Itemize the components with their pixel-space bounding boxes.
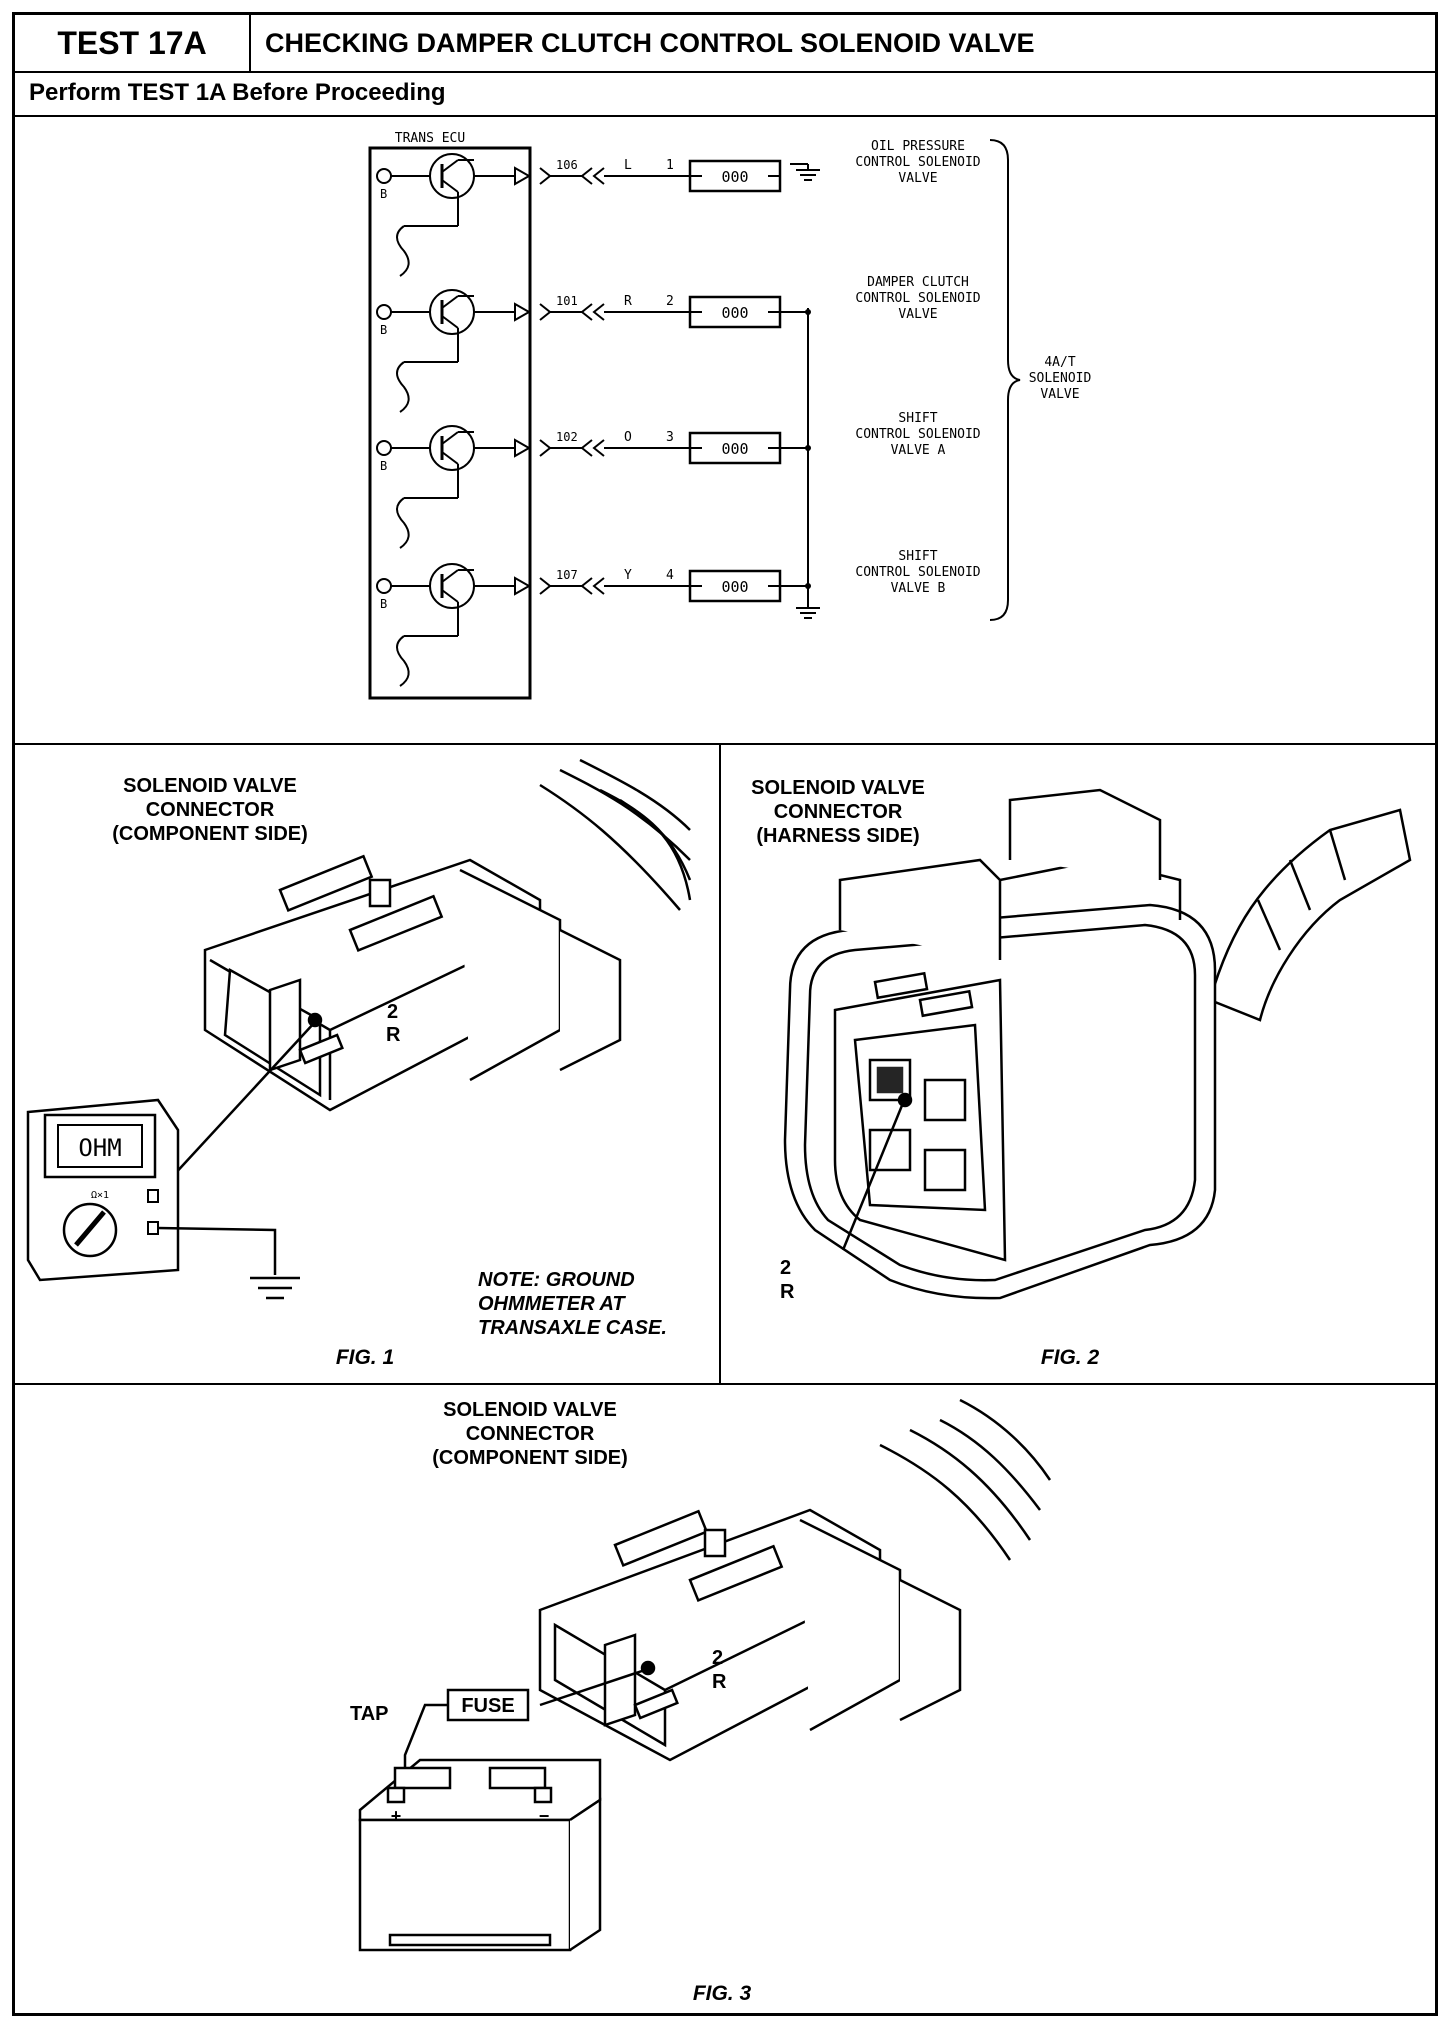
- ground-symbol-top: [796, 164, 820, 181]
- coil-symbol: 000: [721, 168, 748, 186]
- divider-figures: [15, 1383, 1435, 1385]
- ecu-pin-number: 101: [556, 294, 578, 308]
- wire-color: Y: [624, 568, 632, 583]
- terminal-number: 3: [666, 430, 674, 445]
- solenoid-name-line: SHIFT: [898, 411, 937, 426]
- solenoid-name-line: DAMPER CLUTCH: [867, 275, 969, 290]
- input-terminal: [376, 440, 392, 456]
- ecu-box: [368, 146, 532, 700]
- solenoid-coil: [688, 295, 782, 329]
- terminal-number: 4: [666, 568, 674, 583]
- ecu-pin-number: 107: [556, 568, 578, 582]
- svg-text:VALVE: VALVE: [1040, 387, 1079, 402]
- solenoid-name-line: VALVE A: [891, 443, 946, 458]
- divider-schematic: [15, 743, 1435, 745]
- divider-fig1-fig2: [719, 743, 721, 1383]
- input-terminal: [376, 304, 392, 320]
- coil-symbol: 000: [721, 440, 748, 458]
- ecu-label: TRANS ECU: [395, 131, 465, 146]
- terminal-number: 1: [666, 158, 674, 173]
- coil-symbol: 000: [721, 578, 748, 596]
- input-terminal: [376, 578, 392, 594]
- group-label: 4A/T SOLENOID VALVE: [1029, 355, 1092, 402]
- output-pin-icon: [514, 576, 532, 596]
- test-title: CHECKING DAMPER CLUTCH CONTROL SOLENOID …: [265, 27, 1035, 58]
- b-label: B: [380, 187, 387, 201]
- solenoid-name-line: VALVE: [898, 171, 937, 186]
- input-terminal: [376, 168, 392, 184]
- ecu-pin-number: 106: [556, 158, 578, 172]
- solenoid-name-line: OIL PRESSURE: [871, 139, 965, 154]
- b-label: B: [380, 459, 387, 473]
- solenoid-name-line: VALVE: [898, 307, 937, 322]
- ground-symbol-bottom: [796, 600, 820, 619]
- wire-color: R: [624, 294, 632, 309]
- group-brace: [989, 139, 1021, 621]
- solenoid-name-line: CONTROL SOLENOID: [855, 427, 980, 442]
- svg-text:SOLENOID: SOLENOID: [1029, 371, 1092, 386]
- header-bar: TEST 17A CHECKING DAMPER CLUTCH CONTROL …: [15, 15, 1435, 73]
- prerequisite-text: Perform TEST 1A Before Proceeding: [15, 71, 1435, 117]
- test-number: TEST 17A: [15, 15, 251, 71]
- wire-color: O: [624, 430, 632, 445]
- test-procedure-frame: TEST 17A CHECKING DAMPER CLUTCH CONTROL …: [12, 12, 1438, 2016]
- coil-symbol: 000: [721, 304, 748, 322]
- solenoid-name-line: VALVE B: [891, 581, 946, 596]
- b-label: B: [380, 323, 387, 337]
- svg-text:4A/T: 4A/T: [1044, 355, 1075, 370]
- terminal-number: 2: [666, 294, 674, 309]
- ecu-pin-number: 102: [556, 430, 578, 444]
- output-pin-icon: [514, 438, 532, 458]
- output-pin-icon: [514, 166, 532, 186]
- solenoid-name-line: CONTROL SOLENOID: [855, 565, 980, 580]
- solenoid-name-line: CONTROL SOLENOID: [855, 291, 980, 306]
- solenoid-name-line: CONTROL SOLENOID: [855, 155, 980, 170]
- output-pin-icon: [514, 302, 532, 322]
- b-label: B: [380, 597, 387, 611]
- solenoid-name-line: SHIFT: [898, 549, 937, 564]
- wire-color: L: [624, 158, 632, 173]
